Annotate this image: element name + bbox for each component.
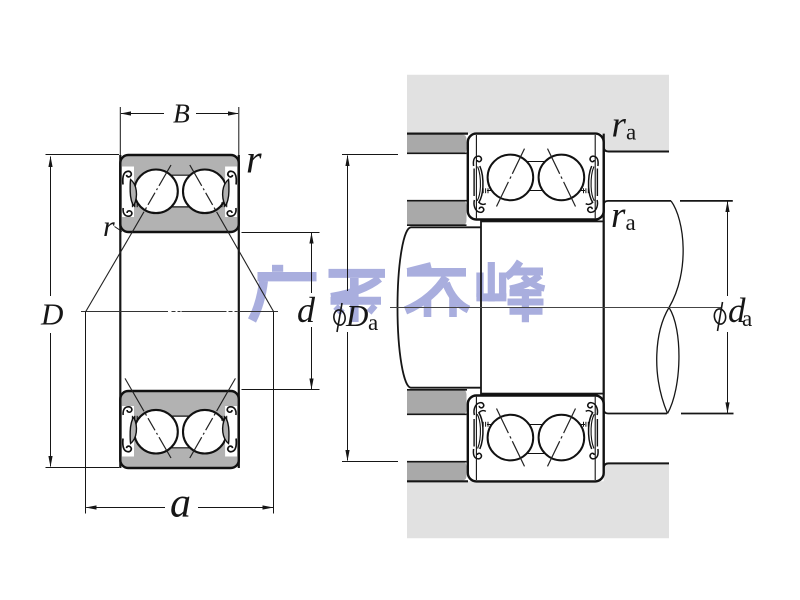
svg-text:a: a [742,306,752,331]
svg-text:r: r [611,195,626,236]
svg-text:B: B [173,98,190,129]
svg-text:D: D [345,298,368,333]
svg-text:a: a [626,120,636,145]
svg-text:d: d [728,291,746,330]
svg-text:a: a [368,310,378,335]
svg-text:a: a [626,210,636,235]
svg-text:d: d [297,290,316,330]
svg-text:a: a [170,481,191,527]
svg-text:r: r [612,105,627,146]
svg-text:r: r [246,137,262,182]
svg-text:r: r [103,210,115,243]
svg-text:D: D [40,297,63,332]
